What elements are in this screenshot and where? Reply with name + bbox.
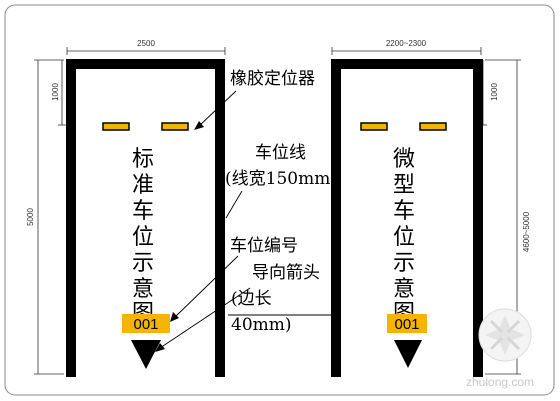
right-number-label: 001 (394, 316, 419, 333)
left-number-plate (122, 314, 170, 333)
arrow-leader-line (159, 287, 251, 349)
watermark: zhulong.com (466, 308, 534, 389)
right-guide-arrow-icon (394, 340, 422, 368)
zhulong-logo-icon (478, 308, 532, 362)
watermark-text: zhulong.com (466, 375, 534, 389)
left-stall: 2500 5000 1000 标 准 车 位 示 意 图 001 (26, 39, 226, 377)
stopper-annotation: 橡胶定位器 (230, 69, 315, 89)
right-stopper-1 (360, 122, 388, 131)
right-length-dimension: 4600~5000 (522, 211, 531, 252)
left-guide-arrow-icon (131, 340, 161, 369)
right-number-plate (387, 314, 427, 333)
right-title-char-5: 示 (393, 251, 415, 276)
right-top-dimension: 1000 (490, 83, 499, 101)
left-stopper-2 (161, 122, 189, 131)
annotations: 橡胶定位器 车位线 (线宽150mm) 车位编号 导向箭头 (边长 40mm) (155, 69, 337, 352)
left-title-char-5: 示 (132, 251, 154, 276)
left-top-dimension: 1000 (51, 83, 60, 101)
left-number-label: 001 (133, 316, 158, 333)
stall-line-leader-line (225, 190, 243, 219)
right-title-char-3: 车 (393, 199, 415, 224)
arrow-size-annotation: 40mm) (231, 315, 292, 335)
right-stopper-2 (419, 122, 447, 131)
left-title-char-1: 标 (132, 147, 154, 172)
left-length-dimension: 5000 (26, 208, 35, 226)
right-stall-line (331, 59, 483, 377)
right-title-char-2: 型 (393, 173, 415, 198)
right-title-char-6: 意 (393, 277, 415, 302)
number-annotation: 车位编号 (230, 236, 298, 256)
left-width-dimension: 2500 (137, 39, 155, 48)
left-title-char-6: 意 (132, 277, 154, 302)
left-title-char-4: 位 (132, 225, 154, 250)
arrow-annotation: 导向箭头 (252, 263, 320, 283)
left-stall-line (66, 59, 225, 377)
outer-frame (4, 4, 555, 396)
left-title-char-3: 车 (132, 199, 154, 224)
number-leader-line (174, 255, 239, 318)
stall-line-annotation: 车位线 (255, 143, 306, 163)
right-width-dimension: 2200~2300 (386, 39, 427, 48)
stall-line-width-annotation: (线宽150mm) (225, 169, 337, 189)
arrow-side-annotation: (边长 (231, 289, 272, 309)
right-stall: 2200~2300 1000 4600~5000 微 型 车 位 示 意 图 0… (331, 39, 531, 377)
right-title-char-4: 位 (393, 225, 415, 250)
left-stopper-1 (102, 122, 130, 131)
right-title-char-1: 微 (393, 147, 415, 172)
stopper-leader-line (198, 90, 237, 127)
left-title-char-2: 准 (132, 173, 154, 198)
